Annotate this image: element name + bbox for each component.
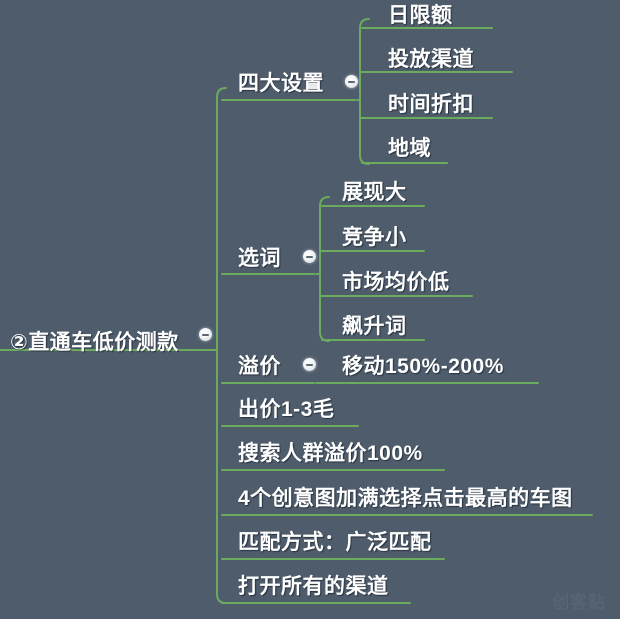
mindmap-node-keyword-selection-child-3[interactable]: 飙升词 [342,315,407,338]
root-spine-bottom-corner [216,593,227,604]
root-spine-top-corner [216,87,227,98]
minus-circle-icon-premium[interactable] [303,358,316,371]
mindmap-node-keyword-selection-child-0[interactable]: 展现大 [342,181,407,204]
mindmap-node-match-type[interactable]: 匹配方式：广泛匹配 [238,531,432,554]
mindmap-node-four-settings-child-2[interactable]: 时间折扣 [388,93,474,116]
mindmap-node-creative-images[interactable]: 4个创意图加满选择点击最高的车图 [238,487,573,510]
minus-circle-icon-keyword-selection[interactable] [303,250,316,263]
mindmap-node-keyword-selection[interactable]: 选词 [238,247,281,270]
mindmap-node-premium-child-0[interactable]: 移动150%-200% [342,355,504,378]
mindmap-node-premium[interactable]: 溢价 [238,355,281,378]
spine-four-settings-bottom-corner [359,154,370,165]
mindmap-node-four-settings[interactable]: 四大设置 [238,72,324,95]
spine-four-settings-top-corner [359,18,370,29]
mindmap-node-four-settings-child-1[interactable]: 投放渠道 [388,48,474,71]
mindmap-node-keyword-selection-child-1[interactable]: 竞争小 [342,226,407,249]
mindmap-node-search-crowd-premium[interactable]: 搜索人群溢价100% [238,442,423,465]
mindmap-root-node[interactable]: ②直通车低价测款 [10,331,179,354]
mindmap-node-open-all-channels[interactable]: 打开所有的渠道 [238,575,389,598]
spine-keyword-selection-bottom-corner [319,331,330,342]
mindmap-node-keyword-selection-child-2[interactable]: 市场均价低 [342,271,450,294]
minus-circle-icon-four-settings[interactable] [345,75,358,88]
spine-keyword-selection-top-corner [319,196,330,207]
mindmap-node-four-settings-child-0[interactable]: 日限额 [388,4,453,27]
mindmap-node-bid[interactable]: 出价1-3毛 [238,398,335,421]
mindmap-node-four-settings-child-3[interactable]: 地域 [388,137,431,160]
watermark: 创客贴 [552,593,606,612]
minus-circle-icon-root[interactable] [199,328,212,341]
